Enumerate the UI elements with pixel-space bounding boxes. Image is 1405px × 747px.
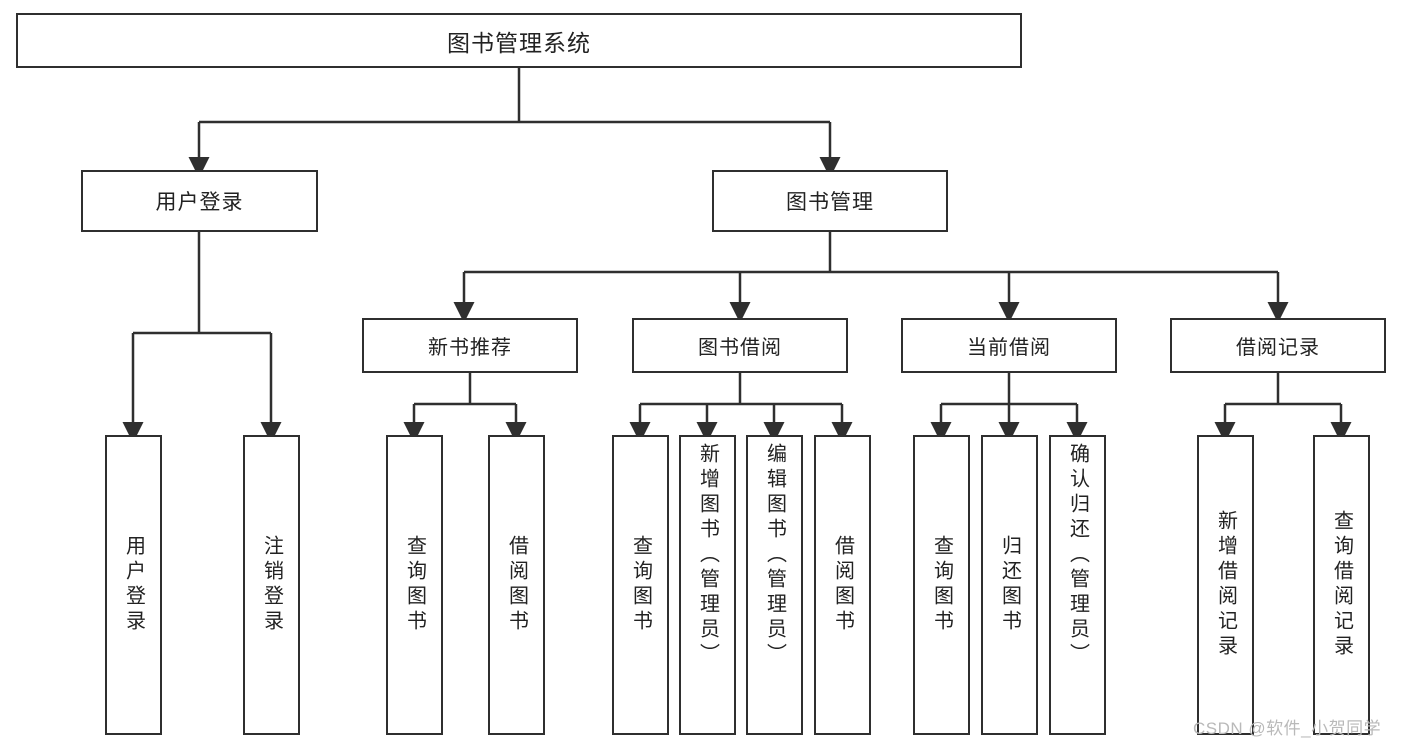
leaf-user-login-login[interactable]: 用户登录 [105, 435, 162, 735]
node-new-book-recommend[interactable]: 新书推荐 [362, 318, 578, 373]
node-book-management-label: 图书管理 [786, 191, 874, 214]
node-root[interactable]: 图书管理系统 [16, 13, 1022, 68]
node-current-borrow[interactable]: 当前借阅 [901, 318, 1117, 373]
node-borrow-record[interactable]: 借阅记录 [1170, 318, 1386, 373]
leaf-new-book-borrow-label: 借阅图书 [505, 535, 528, 635]
leaf-user-login-logout-label: 注销登录 [260, 535, 283, 635]
leaf-record-add[interactable]: 新增借阅记录 [1197, 435, 1254, 735]
leaf-borrow-borrow-book[interactable]: 借阅图书 [814, 435, 871, 735]
node-book-management[interactable]: 图书管理 [712, 170, 948, 232]
node-borrow-record-label: 借阅记录 [1236, 337, 1320, 359]
node-current-borrow-label: 当前借阅 [967, 337, 1051, 359]
csdn-watermark: CSDN @软件_小贺同学 [1193, 719, 1382, 738]
leaf-current-query-book-label: 查询图书 [930, 535, 953, 635]
leaf-current-confirm-return-label: 确认归还（管理员） [1066, 443, 1089, 668]
node-root-label: 图书管理系统 [447, 29, 591, 56]
leaf-record-query-label: 查询借阅记录 [1330, 510, 1353, 660]
leaf-borrow-query-book[interactable]: 查询图书 [612, 435, 669, 735]
leaf-new-book-borrow[interactable]: 借阅图书 [488, 435, 545, 735]
leaf-new-book-query-label: 查询图书 [403, 535, 426, 635]
leaf-borrow-edit-book-label: 编辑图书（管理员） [763, 443, 786, 668]
leaf-record-add-label: 新增借阅记录 [1214, 510, 1237, 660]
node-user-login-label: 用户登录 [155, 191, 244, 214]
node-new-book-recommend-label: 新书推荐 [428, 337, 512, 359]
leaf-borrow-edit-book[interactable]: 编辑图书（管理员） [746, 435, 803, 735]
leaf-new-book-query[interactable]: 查询图书 [386, 435, 443, 735]
node-user-login[interactable]: 用户登录 [81, 170, 318, 232]
leaf-user-login-login-label: 用户登录 [122, 535, 145, 635]
node-book-borrow[interactable]: 图书借阅 [632, 318, 848, 373]
leaf-borrow-query-book-label: 查询图书 [629, 535, 652, 635]
leaf-current-return-book[interactable]: 归还图书 [981, 435, 1038, 735]
node-book-borrow-label: 图书借阅 [698, 337, 782, 359]
leaf-current-query-book[interactable]: 查询图书 [913, 435, 970, 735]
leaf-current-return-book-label: 归还图书 [998, 535, 1021, 635]
leaf-current-confirm-return[interactable]: 确认归还（管理员） [1049, 435, 1106, 735]
leaf-borrow-add-book-label: 新增图书（管理员） [696, 443, 719, 668]
leaf-borrow-add-book[interactable]: 新增图书（管理员） [679, 435, 736, 735]
leaf-user-login-logout[interactable]: 注销登录 [243, 435, 300, 735]
leaf-record-query[interactable]: 查询借阅记录 [1313, 435, 1370, 735]
leaf-borrow-borrow-book-label: 借阅图书 [831, 535, 854, 635]
